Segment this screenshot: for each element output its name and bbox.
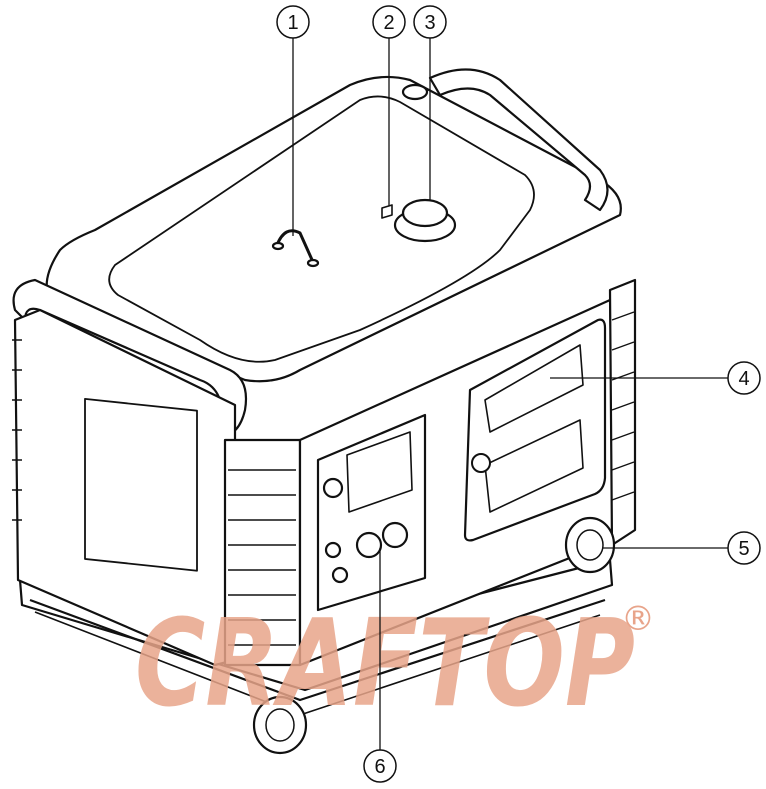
- callout-number: 6: [374, 756, 385, 778]
- ground-terminal: [331, 566, 349, 584]
- fuel-tank-cap: [401, 198, 449, 228]
- front-wheel: [252, 695, 308, 755]
- craftop-watermark: CRAFTOP ®: [135, 595, 655, 734]
- fuel-level-gauge: [381, 204, 393, 219]
- left-side-vent-plate: [84, 398, 198, 572]
- callout-3: 3: [413, 5, 447, 39]
- engine-switch: [322, 477, 344, 499]
- watermark-text: CRAFTOP: [135, 595, 635, 734]
- generator-body: [12, 68, 637, 755]
- right-handle: [428, 68, 609, 212]
- callout-5: 5: [727, 531, 761, 565]
- callout-number: 1: [287, 12, 298, 34]
- callout-number: 5: [738, 538, 749, 560]
- callout-number: 3: [424, 12, 435, 34]
- callout-leaders: [292, 38, 728, 750]
- right-corner-post: [608, 278, 637, 547]
- callout-1: 1: [276, 5, 310, 39]
- exhaust-cap: [401, 83, 429, 101]
- door-knob: [471, 453, 491, 473]
- ac-outlet-right: [381, 521, 409, 549]
- rear-wheel: [564, 516, 616, 574]
- registered-mark: ®: [621, 599, 655, 639]
- dc-outlet: [324, 541, 342, 559]
- callout-4: 4: [727, 361, 761, 395]
- top-access-panel: [108, 95, 535, 363]
- callout-number: 2: [383, 12, 394, 34]
- top-lifting-hook: [275, 229, 315, 263]
- ac-outlet-left: [355, 531, 383, 559]
- control-display: [346, 431, 413, 513]
- callout-2: 2: [372, 5, 406, 39]
- callout-6: 6: [363, 749, 397, 783]
- callout-number: 4: [738, 368, 749, 390]
- door-louver: [484, 344, 584, 513]
